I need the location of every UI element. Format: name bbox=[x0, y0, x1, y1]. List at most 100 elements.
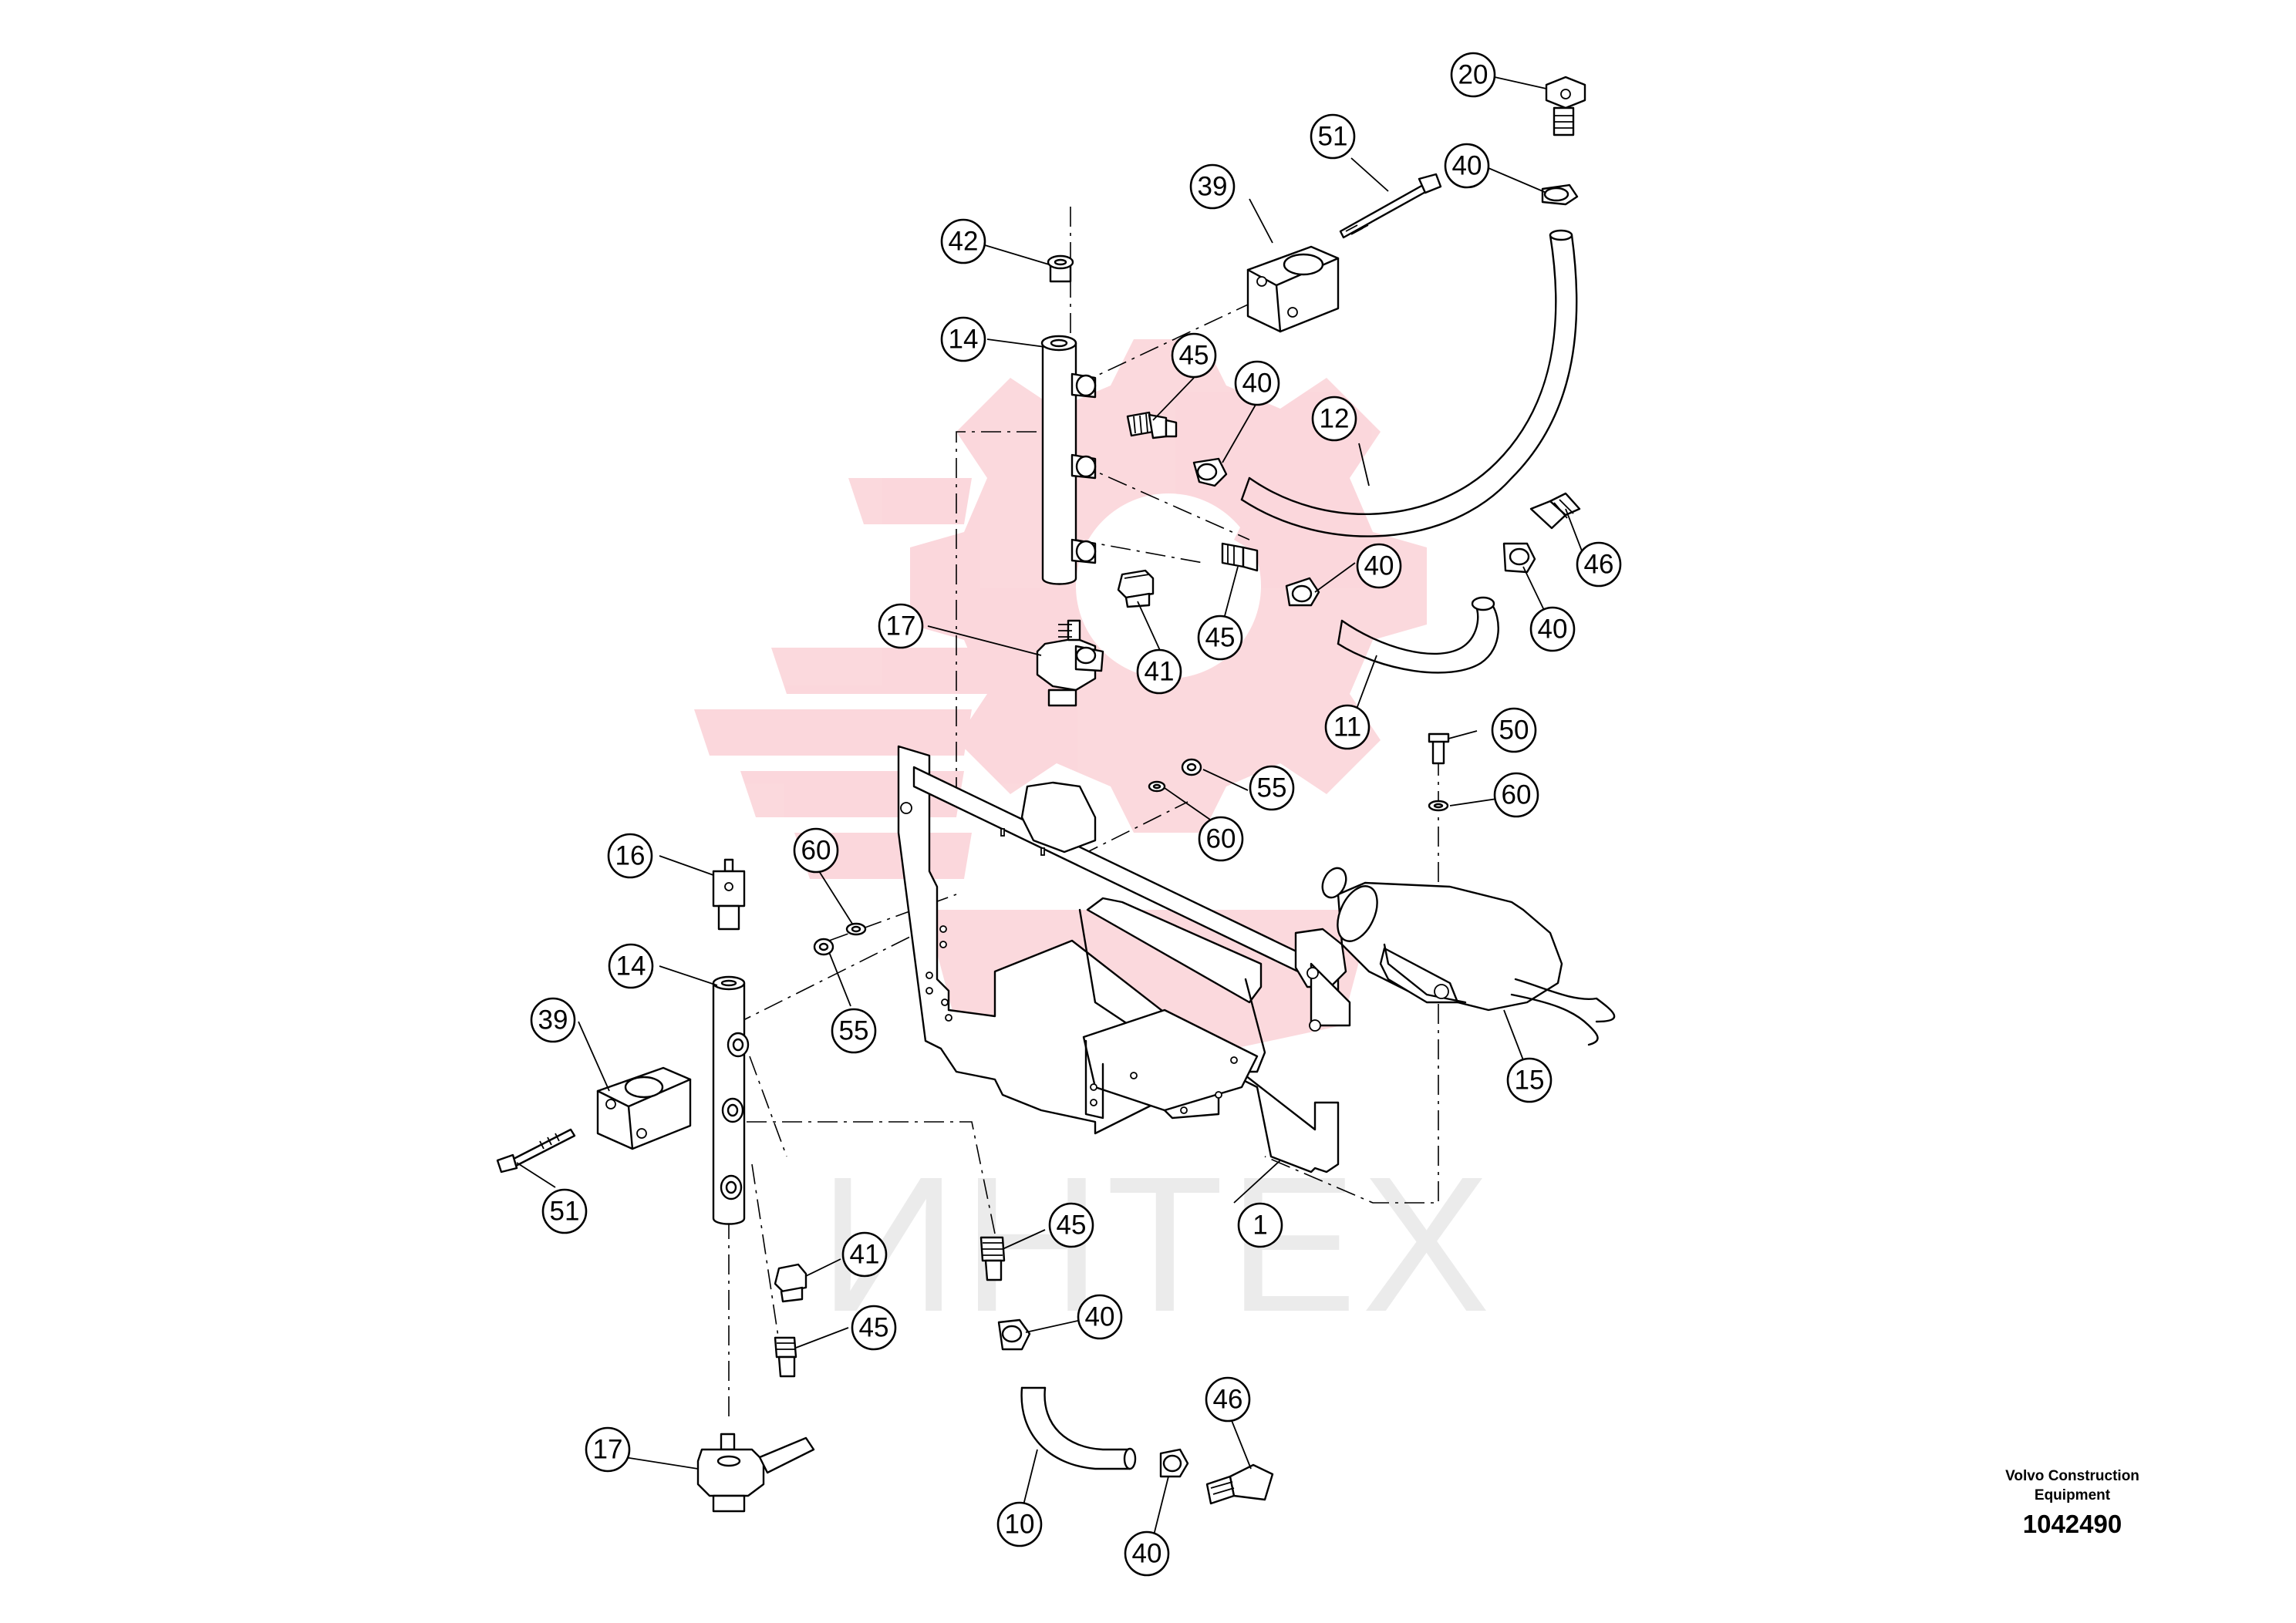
svg-text:15: 15 bbox=[1515, 1066, 1545, 1096]
svg-text:12: 12 bbox=[1320, 404, 1350, 434]
callout-40-d: 40 bbox=[1529, 606, 1576, 652]
callout-40-b: 40 bbox=[1234, 360, 1280, 406]
svg-text:41: 41 bbox=[850, 1240, 880, 1270]
svg-text:46: 46 bbox=[1584, 550, 1614, 580]
callout-20: 20 bbox=[1450, 52, 1496, 98]
callout-40-e: 40 bbox=[1077, 1294, 1123, 1340]
callout-50: 50 bbox=[1491, 707, 1537, 753]
part-45-fitting-lower-center bbox=[979, 1236, 1006, 1281]
svg-text:20: 20 bbox=[1458, 60, 1489, 90]
svg-text:45: 45 bbox=[1179, 341, 1209, 371]
callout-12: 12 bbox=[1311, 396, 1357, 442]
callout-60-left: 60 bbox=[793, 827, 839, 874]
part-50-bolt bbox=[1428, 732, 1450, 765]
part-39-lower-block bbox=[596, 1066, 692, 1150]
part-12-hose bbox=[1240, 229, 1578, 537]
part-40-clamp-mid bbox=[1285, 577, 1320, 607]
part-55-nut-left bbox=[813, 938, 834, 956]
lower-manifold-port-3 bbox=[720, 1174, 743, 1200]
callout-40-f: 40 bbox=[1124, 1530, 1170, 1577]
svg-text:45: 45 bbox=[859, 1313, 889, 1343]
svg-text:60: 60 bbox=[1502, 780, 1532, 810]
part-45-fitting-upper-1 bbox=[1126, 411, 1178, 439]
lower-manifold-port-2 bbox=[721, 1097, 744, 1123]
callout-39-upper: 39 bbox=[1189, 163, 1236, 210]
watermark-logo bbox=[694, 339, 1427, 1072]
callout-14-lower: 14 bbox=[608, 943, 654, 989]
part-51-lower-bolt bbox=[496, 1128, 576, 1173]
svg-text:16: 16 bbox=[615, 841, 646, 871]
svg-text:40: 40 bbox=[1452, 151, 1482, 181]
callout-17-upper: 17 bbox=[878, 603, 924, 649]
svg-text:46: 46 bbox=[1213, 1385, 1243, 1415]
callout-45-c: 45 bbox=[1048, 1202, 1094, 1248]
part-1-bracket-plate bbox=[897, 745, 1351, 1173]
part-40-clamp-bottom bbox=[1159, 1448, 1189, 1478]
svg-text:40: 40 bbox=[1364, 551, 1394, 581]
manufacturer-line-1: Volvo Construction bbox=[2005, 1468, 2139, 1484]
part-14-upper-manifold bbox=[1040, 335, 1097, 585]
callout-17-lower: 17 bbox=[585, 1426, 631, 1473]
svg-text:40: 40 bbox=[1085, 1302, 1115, 1332]
lower-manifold-port-1 bbox=[727, 1032, 750, 1058]
callout-1: 1 bbox=[1237, 1202, 1283, 1248]
part-20-valve bbox=[1545, 76, 1586, 136]
callout-41-upper: 41 bbox=[1136, 648, 1182, 695]
part-60-washer-center bbox=[1148, 780, 1166, 793]
svg-text:11: 11 bbox=[1333, 712, 1361, 742]
callout-40-upper: 40 bbox=[1444, 143, 1490, 189]
callout-46-upper: 46 bbox=[1576, 541, 1622, 588]
callout-41-lower: 41 bbox=[841, 1231, 888, 1278]
part-60-washer-left bbox=[845, 922, 867, 936]
callout-60-center: 60 bbox=[1198, 816, 1244, 862]
svg-text:50: 50 bbox=[1499, 716, 1529, 746]
part-17-tap-lower bbox=[696, 1433, 815, 1513]
callout-60-right: 60 bbox=[1493, 772, 1539, 818]
svg-text:17: 17 bbox=[593, 1435, 623, 1465]
part-40-clamp-upper bbox=[1192, 457, 1228, 487]
callout-55-center: 55 bbox=[1249, 765, 1295, 811]
svg-text:60: 60 bbox=[801, 836, 831, 866]
callout-14-upper: 14 bbox=[940, 316, 986, 362]
svg-text:14: 14 bbox=[949, 325, 979, 355]
part-41-plug-lower bbox=[774, 1263, 807, 1303]
svg-text:17: 17 bbox=[886, 611, 916, 641]
manifold-port-1 bbox=[1070, 372, 1097, 399]
callout-55-left: 55 bbox=[831, 1008, 877, 1054]
manufacturer-line-2: Equipment bbox=[2034, 1487, 2111, 1503]
part-40-clamp-top bbox=[1541, 184, 1579, 206]
part-51-upper-bolt bbox=[1339, 173, 1442, 239]
callout-51-upper: 51 bbox=[1310, 113, 1356, 160]
callout-10: 10 bbox=[996, 1501, 1043, 1547]
svg-text:45: 45 bbox=[1205, 623, 1236, 653]
svg-text:42: 42 bbox=[949, 227, 979, 257]
part-15-pump bbox=[1321, 867, 1616, 1046]
svg-text:40: 40 bbox=[1538, 615, 1568, 645]
watermark: ИНТЕХ bbox=[694, 339, 1490, 1352]
svg-text:51: 51 bbox=[550, 1197, 580, 1227]
svg-text:40: 40 bbox=[1132, 1539, 1162, 1569]
callout-45-a: 45 bbox=[1171, 332, 1217, 379]
part-40-clamp-lower-center bbox=[997, 1318, 1031, 1351]
callout-46-lower: 46 bbox=[1205, 1376, 1251, 1423]
svg-text:60: 60 bbox=[1206, 824, 1236, 854]
leader-lines bbox=[516, 76, 1587, 1554]
callout-45-b: 45 bbox=[1197, 615, 1243, 661]
part-46-elbow-upper bbox=[1529, 492, 1581, 530]
drawing-number: 1042490 bbox=[2022, 1510, 2122, 1538]
part-10-hose bbox=[1020, 1386, 1137, 1470]
part-40-clamp-right bbox=[1502, 542, 1536, 574]
svg-text:39: 39 bbox=[1198, 172, 1228, 202]
manifold-port-3 bbox=[1070, 538, 1097, 564]
callout-40-c: 40 bbox=[1356, 543, 1402, 589]
part-42-cap bbox=[1047, 254, 1074, 283]
svg-text:55: 55 bbox=[839, 1016, 869, 1046]
callout-11: 11 bbox=[1324, 704, 1371, 750]
svg-text:55: 55 bbox=[1257, 773, 1287, 803]
callout-15: 15 bbox=[1506, 1057, 1553, 1103]
callout-42: 42 bbox=[940, 218, 986, 264]
part-55-nut-center bbox=[1181, 758, 1202, 776]
svg-text:41: 41 bbox=[1145, 657, 1175, 687]
part-41-plug-upper bbox=[1117, 569, 1155, 608]
part-16-fitting bbox=[712, 858, 746, 931]
